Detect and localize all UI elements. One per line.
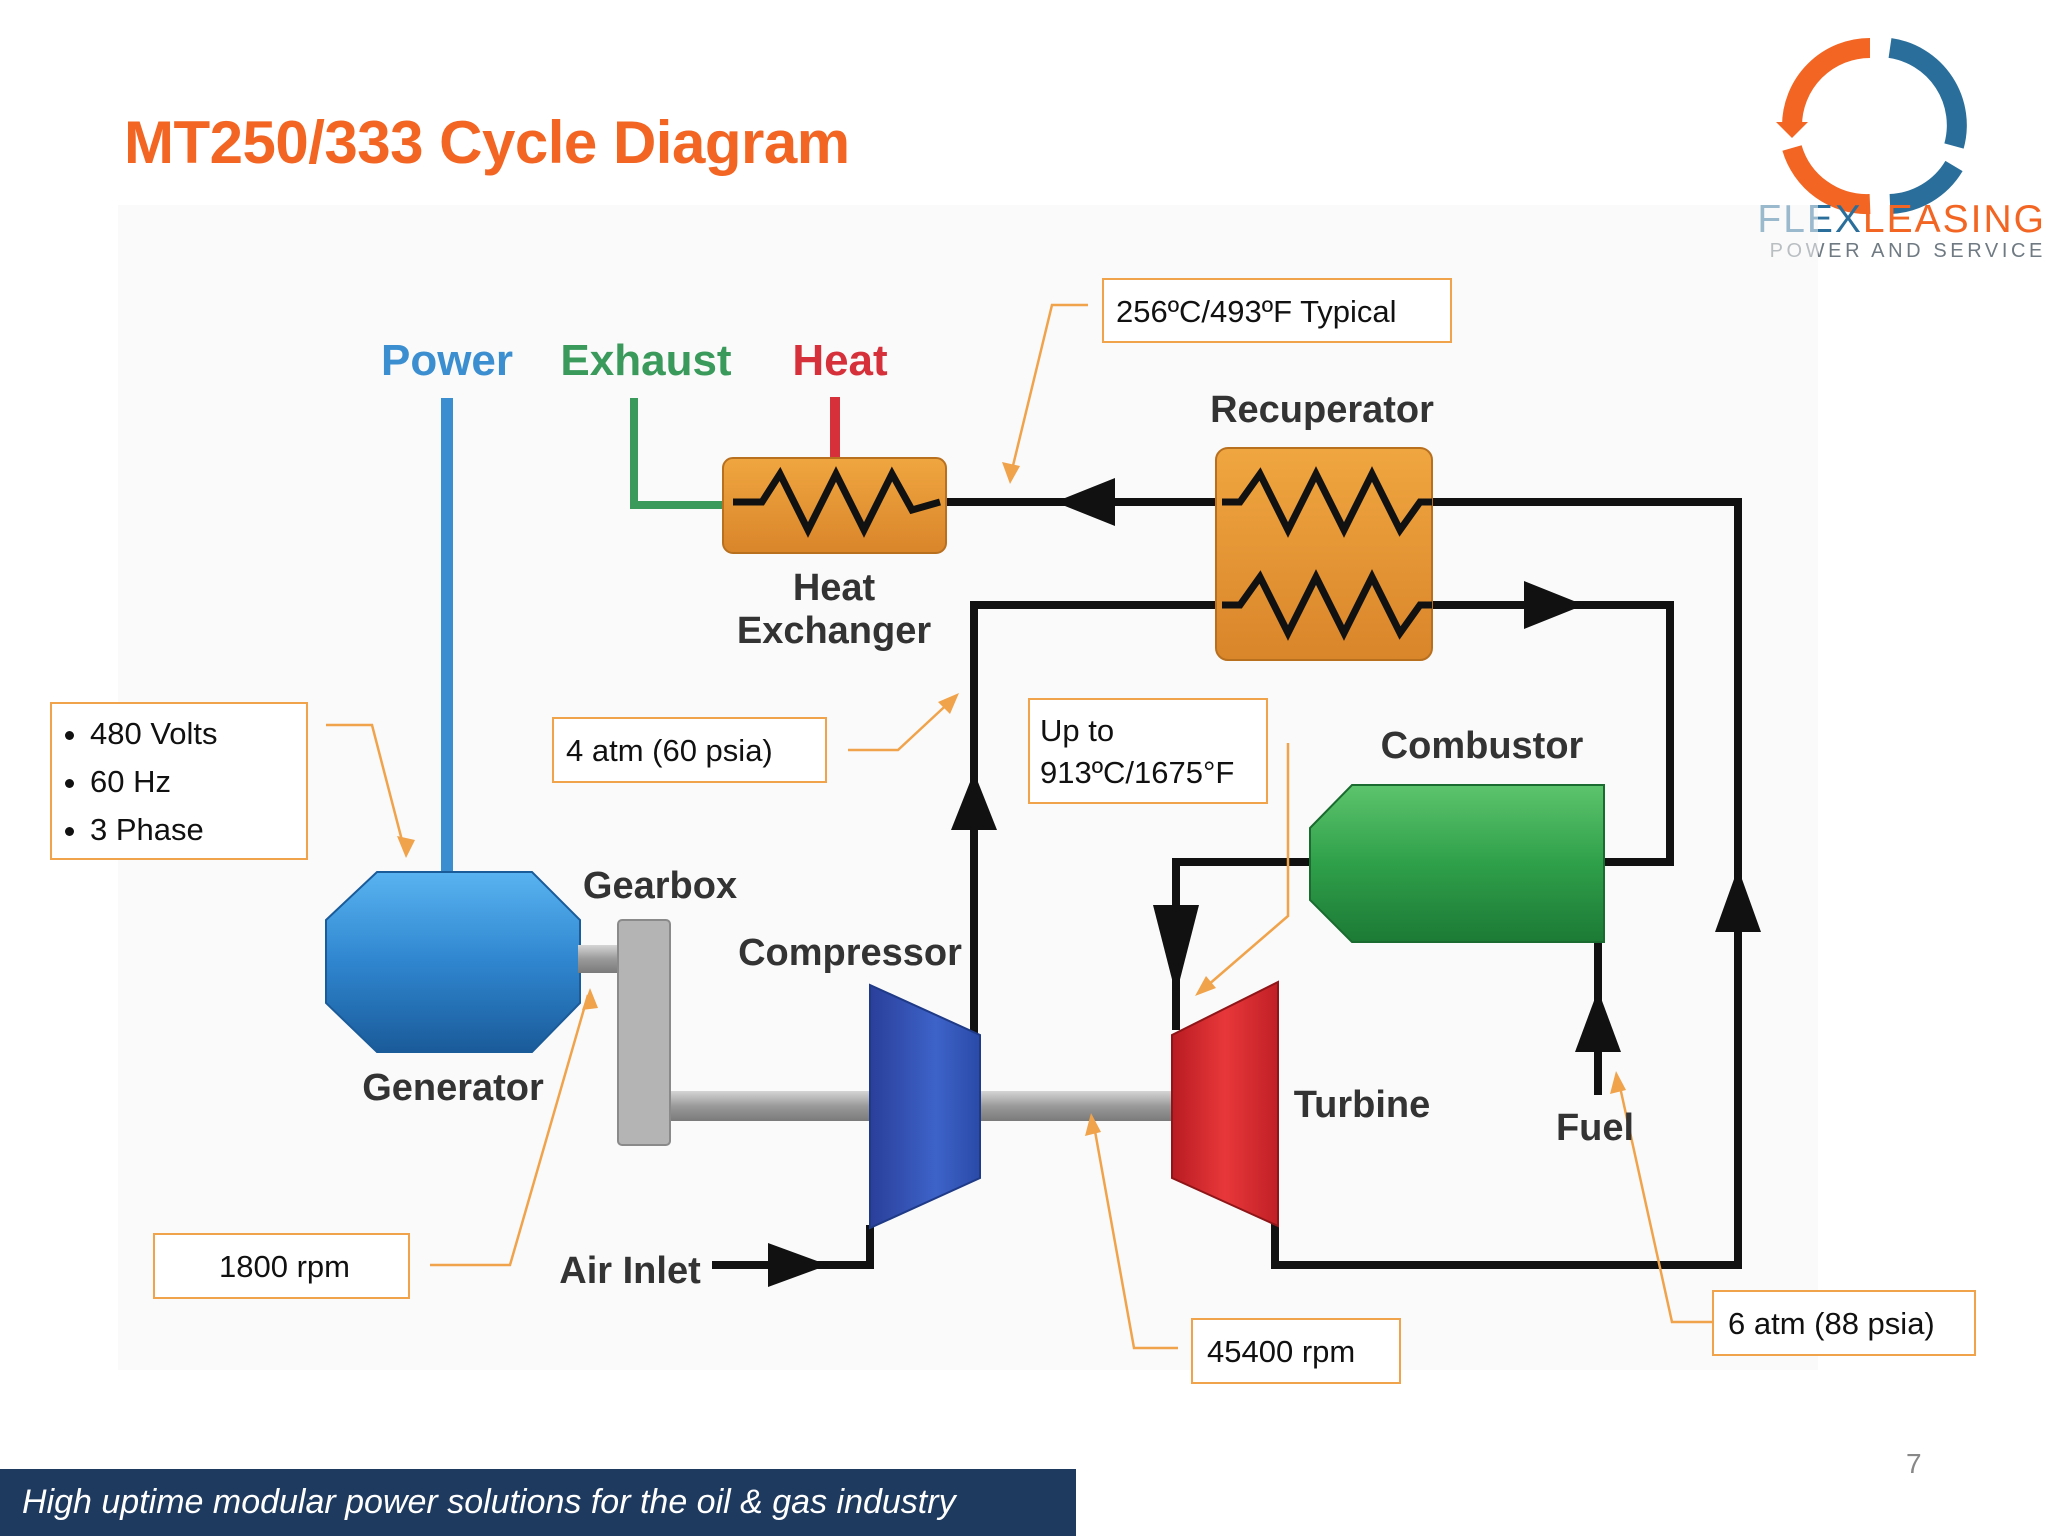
turbine-body bbox=[1171, 980, 1279, 1228]
callout-turbine-temp: Up to 913ºC/1675°F bbox=[1028, 698, 1268, 804]
callout-shaft-speed: 45400 rpm bbox=[1191, 1318, 1401, 1384]
callout-fuel-pressure: 6 atm (88 psia) bbox=[1712, 1290, 1976, 1356]
generator-body bbox=[325, 871, 581, 1053]
combustor-body bbox=[1309, 784, 1605, 943]
label-power: Power bbox=[381, 336, 513, 385]
callout-electrical-item: 60 Hz bbox=[90, 758, 306, 806]
label-gearbox: Gearbox bbox=[583, 865, 737, 907]
label-compressor: Compressor bbox=[738, 932, 962, 974]
component-labels: Recuperator Heat Exchanger Combustor Gea… bbox=[362, 389, 1634, 1292]
arrow-right bbox=[1524, 581, 1584, 629]
callout-compressor-pressure: 4 atm (60 psia) bbox=[552, 717, 827, 783]
callout-generator-speed-text: 1800 rpm bbox=[219, 1249, 350, 1284]
callout-turbine-temp-line1: Up to bbox=[1040, 713, 1115, 748]
recuperator-coil-top bbox=[1222, 466, 1432, 538]
arrow-down-turbine bbox=[1153, 905, 1199, 995]
gearbox-body bbox=[617, 919, 671, 1146]
callout-shaft-speed-text: 45400 rpm bbox=[1207, 1334, 1356, 1369]
recuperator-coil-bottom bbox=[1222, 569, 1432, 641]
callout-exhaust-temp: 256ºC/493ºF Typical bbox=[1102, 278, 1452, 343]
flow-arrows bbox=[768, 478, 1761, 1287]
label-fuel: Fuel bbox=[1556, 1107, 1634, 1149]
brand-leasing: LEASING bbox=[1862, 198, 2046, 241]
arrow-right-air bbox=[768, 1243, 828, 1287]
label-exhaust: Exhaust bbox=[560, 336, 732, 385]
label-recuperator: Recuperator bbox=[1210, 389, 1434, 431]
callout-electrical-item: 3 Phase bbox=[90, 806, 306, 854]
label-turbine: Turbine bbox=[1294, 1084, 1431, 1126]
callout-leaders bbox=[326, 303, 1714, 1350]
generator-shaft bbox=[578, 945, 618, 973]
footer-banner: High uptime modular power solutions for … bbox=[0, 1469, 1076, 1536]
footer-text: High uptime modular power solutions for … bbox=[22, 1483, 956, 1521]
callout-fuel-pressure-text: 6 atm (88 psia) bbox=[1728, 1306, 1935, 1341]
callout-compressor-pressure-text: 4 atm (60 psia) bbox=[566, 733, 773, 768]
compressor-body bbox=[869, 983, 981, 1230]
label-generator: Generator bbox=[362, 1067, 544, 1109]
callout-exhaust-temp-text: 256ºC/493ºF Typical bbox=[1116, 294, 1397, 329]
brand-tagline: POWER AND SERVICE bbox=[1769, 240, 2046, 262]
heat-line bbox=[830, 397, 840, 459]
diagram-labels: Power Exhaust Heat bbox=[381, 336, 888, 385]
callout-electrical-item: 480 Volts bbox=[90, 710, 306, 758]
label-air-inlet: Air Inlet bbox=[559, 1250, 701, 1292]
callout-arrowheads bbox=[397, 462, 1626, 1136]
label-heat-exchanger-1: Heat bbox=[793, 567, 876, 609]
callout-generator-speed: 1800 rpm bbox=[153, 1233, 410, 1299]
arrow-up-right bbox=[1715, 868, 1761, 932]
power-line bbox=[441, 398, 453, 873]
label-heat: Heat bbox=[792, 336, 888, 385]
callout-turbine-temp-line2: 913ºC/1675°F bbox=[1040, 755, 1235, 790]
arrow-up-fuel bbox=[1575, 990, 1621, 1052]
arrow-up-compressor bbox=[951, 772, 997, 830]
label-combustor: Combustor bbox=[1381, 725, 1584, 767]
flexleasing-logo-icon bbox=[1776, 38, 1967, 215]
callout-electrical: 480 Volts 60 Hz 3 Phase bbox=[50, 702, 308, 860]
heat-exchanger-coil bbox=[733, 466, 941, 538]
arrow-left bbox=[1055, 478, 1115, 526]
label-heat-exchanger-2: Exchanger bbox=[737, 610, 932, 652]
brand-wordmark: FLEXLEASING POWER AND SERVICE bbox=[1706, 198, 2046, 263]
slide-title: MT250/333 Cycle Diagram bbox=[124, 109, 850, 176]
page-number: 7 bbox=[1906, 1448, 1922, 1479]
exhaust-line bbox=[630, 398, 730, 509]
